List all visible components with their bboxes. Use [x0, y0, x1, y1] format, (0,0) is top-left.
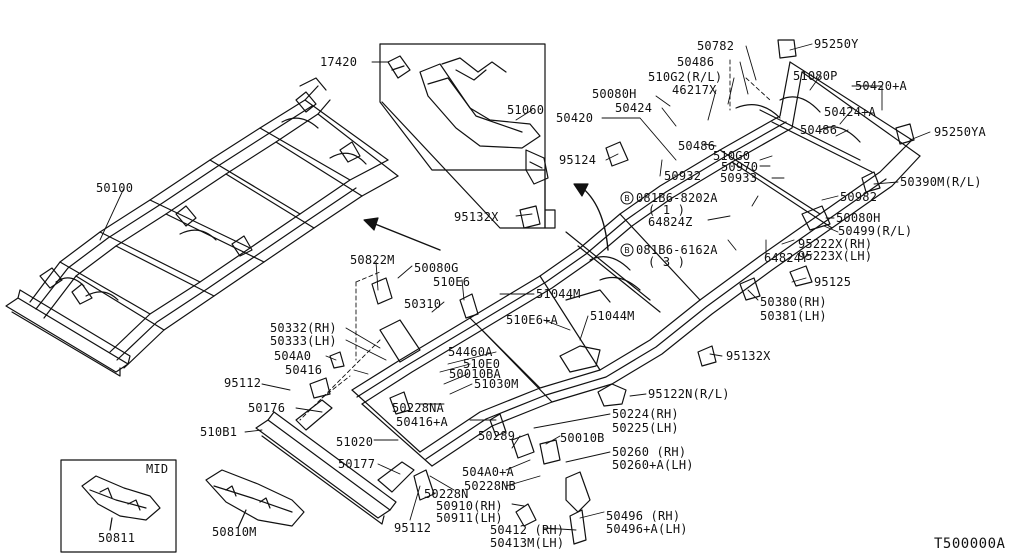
callout-504A0A: 504A0+A: [462, 465, 514, 479]
callout-510B1: 510B1: [200, 425, 238, 439]
callout-50496: 50496 (RH): [606, 509, 681, 523]
callout-50499: 50499(R/L): [838, 224, 913, 238]
callout-081B6-8202A: 081B6-8202A: [636, 191, 718, 205]
callout-50333: 50333(LH): [270, 334, 337, 348]
callout-95250Y: 95250Y: [814, 37, 859, 51]
callout-95122N: 95122N(R/L): [648, 387, 730, 401]
callout-95124: 95124: [559, 153, 597, 167]
callout-50822M: 50822M: [350, 253, 395, 267]
callout-51030M: 51030M: [474, 377, 519, 391]
frame-assembly-right: [255, 39, 921, 545]
callout-50260: 50260 (RH): [612, 445, 687, 459]
callout-50080H-b: 50080H: [836, 211, 881, 225]
circle-marker-b-2: [620, 243, 634, 257]
callout-50486-b: 50486: [678, 139, 716, 153]
callout-50486-mid: 50486: [800, 123, 838, 137]
leader-lines: [99, 43, 931, 531]
callout-51060: 51060: [507, 103, 545, 117]
callout-50176: 50176: [248, 401, 286, 415]
callout-50010BA: 50010BA: [449, 367, 501, 381]
callout-95132X-a: 95132X: [454, 210, 499, 224]
callout-504A0: 504A0: [274, 349, 312, 363]
callout-50381: 50381(LH): [760, 309, 827, 323]
callout-510G2: 510G2(R/L): [648, 70, 723, 84]
skid-plate-50810M: [205, 469, 305, 529]
callout-50496A: 50496+A(LH): [606, 522, 688, 536]
callout-95223X: 95223X(LH): [798, 249, 873, 263]
callout-50424A: 50424+A: [824, 105, 876, 119]
callout-50080H-top: 50080H: [592, 87, 637, 101]
direction-arrow-front: [369, 221, 441, 251]
callout-50811: 50811: [98, 531, 136, 545]
diagram-code: T500000A: [934, 536, 1006, 552]
callout-510E0: 510E0: [463, 357, 501, 371]
callout-50177: 50177: [338, 457, 376, 471]
callout-51044M-b: 51044M: [590, 309, 635, 323]
callout-95112-b: 95112: [394, 521, 432, 535]
callout-50228NA: 50228NA: [392, 401, 444, 415]
inset-mid-title: MID: [146, 462, 169, 476]
callout-50910: 50910(RH): [436, 499, 503, 513]
callout-50782: 50782: [697, 39, 735, 53]
callout-50413M: 50413M(LH): [490, 536, 565, 550]
callout-qty3: ( 3 ): [648, 255, 686, 269]
callout-64824Z: 64824Z: [648, 215, 693, 229]
callout-50420A: 50420+A: [855, 79, 907, 93]
callout-51080P: 51080P: [793, 69, 838, 83]
callout-081B6-6162A: 081B6-6162A: [636, 243, 718, 257]
dashed-guides: [299, 59, 771, 421]
callout-50228N: 50228N: [424, 487, 469, 501]
callout-50080G: 50080G: [414, 261, 459, 275]
callout-50289: 50289: [478, 429, 516, 443]
callout-95112-a: 95112: [224, 376, 262, 390]
callout-95222X: 95222X(RH): [798, 237, 873, 251]
callout-qty1: ( 1 ): [648, 203, 686, 217]
callout-50224: 50224(RH): [612, 407, 679, 421]
callout-50933: 50933: [720, 171, 758, 185]
callout-95125: 95125: [814, 275, 852, 289]
callout-17420: 17420: [320, 55, 358, 69]
callout-50260A: 50260+A(LH): [612, 458, 694, 472]
circle-marker-b-1: [620, 191, 634, 205]
direction-arrow-curved: [579, 185, 609, 251]
inset-mid-box: [60, 459, 177, 553]
callout-50010B: 50010B: [560, 431, 605, 445]
callout-95250YA: 95250YA: [934, 125, 986, 139]
callout-51044M-a: 51044M: [536, 287, 581, 301]
callout-50424: 50424: [615, 101, 653, 115]
callout-50412: 50412 (RH): [490, 523, 565, 537]
callout-50310: 50310: [404, 297, 442, 311]
callout-50416: 50416: [285, 363, 323, 377]
callout-50932: 50932: [664, 169, 702, 183]
callout-54460A: 54460A: [448, 345, 493, 359]
callout-51020: 51020: [336, 435, 374, 449]
callout-50970: 50970: [721, 160, 759, 174]
callout-50228NB: 50228NB: [464, 479, 516, 493]
arrow-head-curved: [573, 183, 589, 197]
callout-50486-top: 50486: [677, 55, 715, 69]
callout-95132X-b: 95132X: [726, 349, 771, 363]
callout-50982: 50982: [840, 190, 878, 204]
callout-50810M: 50810M: [212, 525, 257, 539]
frame-assembly-50100: [5, 77, 399, 377]
arrow-head-front: [363, 217, 379, 231]
callout-50100: 50100: [96, 181, 134, 195]
callout-510G0: 510G0: [713, 149, 751, 163]
inset-crossmember-box: [379, 43, 556, 229]
callout-50390M: 50390M(R/L): [900, 175, 982, 189]
callout-50911: 50911(LH): [436, 511, 503, 525]
callout-50420: 50420: [556, 111, 594, 125]
callout-510E6A: 510E6+A: [506, 313, 558, 327]
callout-50416A: 50416+A: [396, 415, 448, 429]
callout-50380: 50380(RH): [760, 295, 827, 309]
callout-46217X: 46217X: [672, 83, 717, 97]
callout-510E6: 510E6: [433, 275, 471, 289]
callout-50225: 50225(LH): [612, 421, 679, 435]
circle-marker-b-2-letter: B: [624, 246, 630, 255]
callout-64824Y: 64824Y: [764, 251, 809, 265]
circle-marker-b-1-letter: B: [624, 194, 630, 203]
callout-50332: 50332(RH): [270, 321, 337, 335]
